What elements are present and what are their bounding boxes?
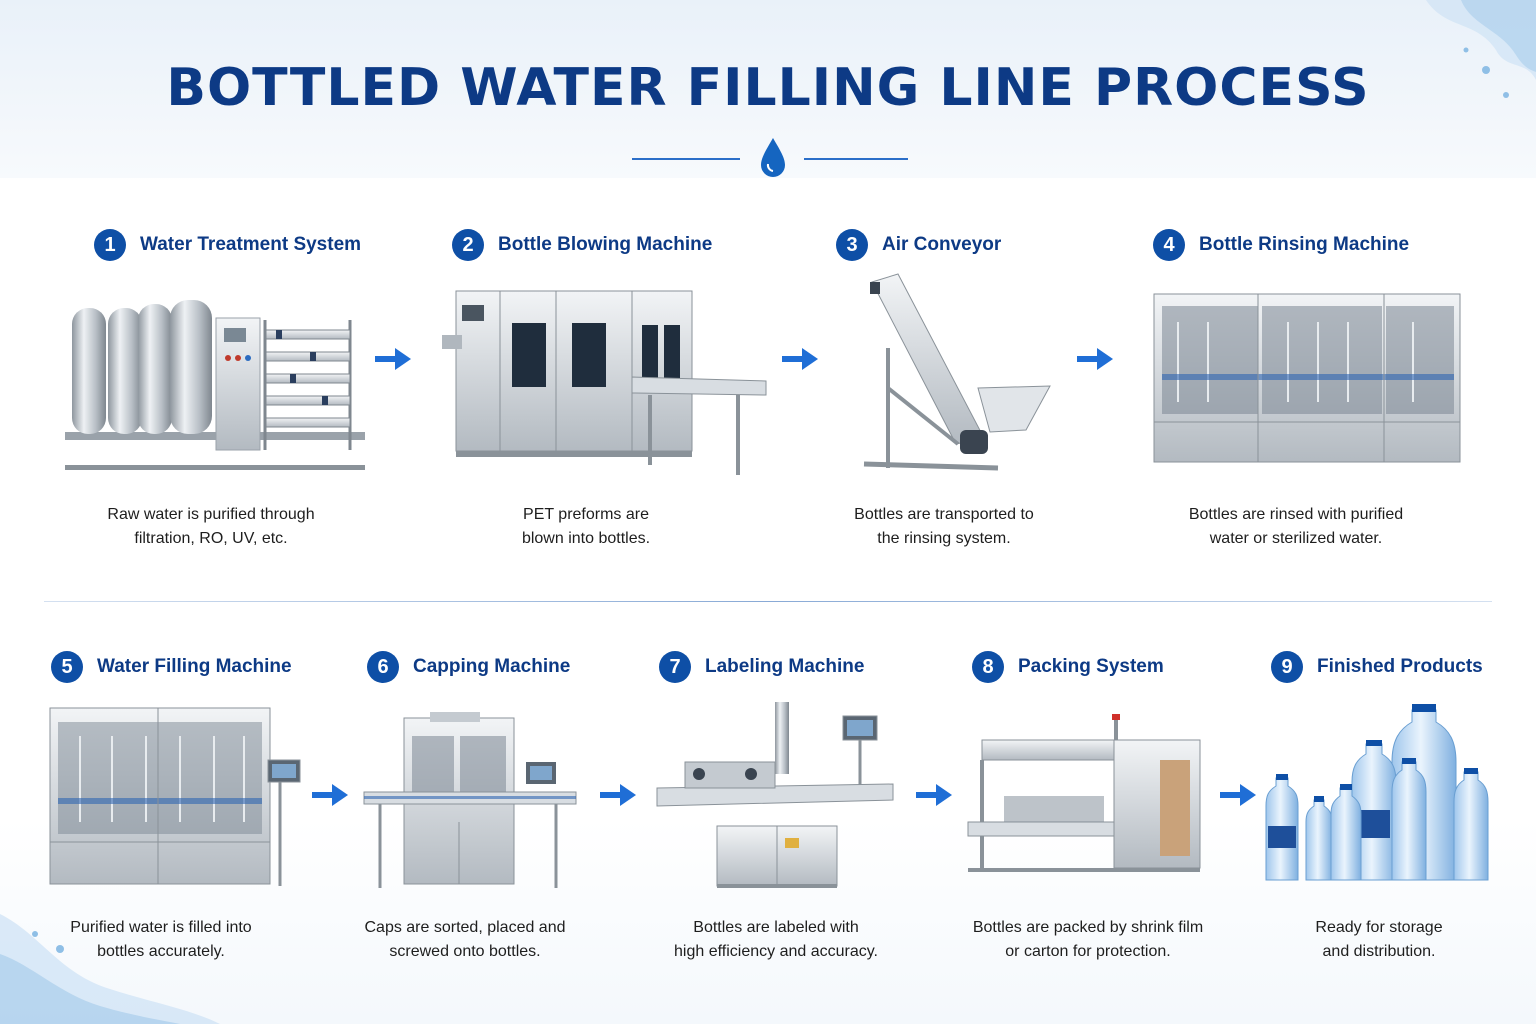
- step-title: Bottle Blowing Machine: [498, 234, 713, 255]
- step-9-header: 9 Finished Products: [1271, 651, 1483, 683]
- step-7-header: 7 Labeling Machine: [659, 651, 864, 683]
- step-description: Caps are sorted, placed and screwed onto…: [364, 919, 566, 960]
- step-number-badge: 8: [972, 651, 1004, 683]
- arrow-right-icon: [312, 784, 348, 806]
- step-title: Packing System: [1018, 656, 1164, 677]
- bottled-water-products-icon: [1265, 704, 1489, 881]
- step-number-badge: 3: [836, 229, 868, 261]
- step-2-header: 2 Bottle Blowing Machine: [452, 229, 712, 261]
- air-conveyor-icon: [863, 273, 1051, 471]
- arrow-right-icon: [600, 784, 636, 806]
- step-title: Water Treatment System: [140, 234, 362, 255]
- step-description: Bottles are rinsed with purified water o…: [1188, 506, 1404, 547]
- step-description: PET preforms are blown into bottles.: [521, 506, 651, 547]
- step-3-header: 3 Air Conveyor: [836, 229, 1001, 261]
- step-description: Bottles are labeled with high efficiency…: [674, 919, 878, 960]
- water-treatment-machine-icon: [65, 300, 365, 470]
- step-1-header: 1 Water Treatment System: [94, 229, 361, 261]
- step-number-badge: 4: [1153, 229, 1185, 261]
- arrow-right-icon: [1220, 784, 1256, 806]
- arrow-right-icon: [916, 784, 952, 806]
- step-description: Purified water is filled into bottles ac…: [70, 919, 252, 960]
- step-title: Water Filling Machine: [97, 656, 292, 677]
- step-title: Capping Machine: [413, 656, 571, 677]
- step-number-badge: 6: [367, 651, 399, 683]
- packing-system-icon: [967, 714, 1201, 872]
- step-5-header: 5 Water Filling Machine: [51, 651, 292, 683]
- step-description: Bottles are packed by shrink film or car…: [972, 919, 1204, 960]
- step-number-badge: 7: [659, 651, 691, 683]
- water-splash-icon: [1426, 0, 1536, 98]
- step-title: Finished Products: [1317, 656, 1483, 677]
- arrow-right-icon: [375, 348, 411, 370]
- step-title: Labeling Machine: [705, 656, 865, 677]
- step-6-header: 6 Capping Machine: [367, 651, 570, 683]
- water-splash-icon: [0, 914, 220, 1024]
- step-title: Bottle Rinsing Machine: [1199, 234, 1410, 255]
- step-number-badge: 5: [51, 651, 83, 683]
- bottle-rinsing-machine-icon: [1153, 293, 1461, 463]
- step-number-badge: 9: [1271, 651, 1303, 683]
- step-description: Bottles are transported to the rinsing s…: [854, 506, 1034, 547]
- step-number-badge: 1: [94, 229, 126, 261]
- arrow-right-icon: [782, 348, 818, 370]
- water-drop-icon: [632, 138, 908, 177]
- step-number-badge: 2: [452, 229, 484, 261]
- water-filling-machine-icon: [49, 707, 301, 886]
- step-8-header: 8 Packing System: [972, 651, 1164, 683]
- step-description: Ready for storage and distribution.: [1315, 919, 1443, 960]
- bottle-blowing-machine-icon: [442, 290, 767, 475]
- step-4-header: 4 Bottle Rinsing Machine: [1153, 229, 1409, 261]
- step-description: Raw water is purified through filtration…: [107, 506, 315, 547]
- row-divider: [44, 601, 1492, 602]
- step-title: Air Conveyor: [882, 234, 1002, 255]
- labeling-machine-icon: [656, 702, 894, 888]
- page-title: BOTTLED WATER FILLING LINE PROCESS: [166, 58, 1370, 118]
- arrow-right-icon: [1077, 348, 1113, 370]
- capping-machine-icon: [363, 712, 577, 888]
